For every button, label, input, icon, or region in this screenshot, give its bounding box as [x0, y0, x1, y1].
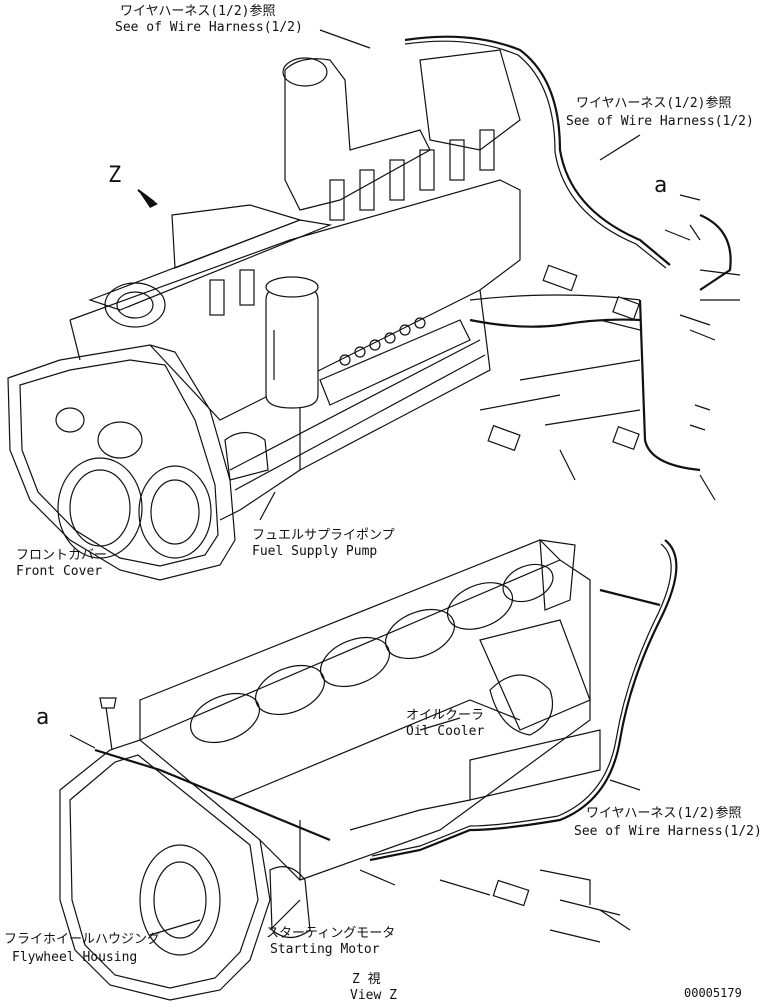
- wire-harness-bottom-label-en: See of Wire Harness(1/2): [574, 824, 762, 839]
- starting-motor-label-en: Starting Motor: [270, 942, 380, 957]
- fuel-supply-pump-label-jp: フュエルサプライポンプ: [252, 528, 395, 543]
- reference-a-bottom: a: [36, 705, 50, 730]
- oil-cooler-label-jp: オイルクーラ: [406, 708, 485, 723]
- front-cover-label-jp: フロントカバー: [16, 548, 108, 563]
- view-marker-z: Z: [108, 163, 122, 188]
- front-cover-label-en: Front Cover: [16, 564, 103, 579]
- lower-wire-harness: [94, 539, 678, 862]
- flywheel-housing-label-jp: フライホイールハウジング: [4, 932, 161, 947]
- reference-a-top: a: [654, 173, 668, 198]
- wire-harness-right-label-jp: ワイヤハーネス(1/2)参照: [576, 96, 732, 111]
- oil-cooler-label-en: Oil Cooler: [406, 724, 485, 739]
- flywheel-housing-label-en: Flywheel Housing: [12, 950, 138, 965]
- wire-harness-top-label-jp: ワイヤハーネス(1/2)参照: [120, 4, 276, 19]
- view-z-label-en: View Z: [350, 988, 397, 1003]
- wire-harness-right-label-en: See of Wire Harness(1/2): [566, 114, 754, 129]
- drawing-number: 00005179: [684, 986, 742, 1000]
- upper-exploded-parts: [479, 224, 741, 501]
- lower-engine-block: [59, 539, 601, 1001]
- lower-exploded-parts: [99, 697, 631, 943]
- view-z-label-jp: Z 視: [352, 972, 381, 987]
- fuel-supply-pump-label-en: Fuel Supply Pump: [252, 544, 378, 559]
- upper-engine-block: [7, 49, 521, 581]
- starting-motor-label-jp: スターティングモータ: [266, 926, 396, 941]
- lower-leaders: [69, 717, 641, 936]
- upper-wire-harness: [404, 35, 732, 472]
- upper-leaders: [137, 29, 701, 521]
- wire-harness-top-label-en: See of Wire Harness(1/2): [115, 20, 303, 35]
- wire-harness-bottom-label-jp: ワイヤハーネス(1/2)参照: [586, 806, 742, 821]
